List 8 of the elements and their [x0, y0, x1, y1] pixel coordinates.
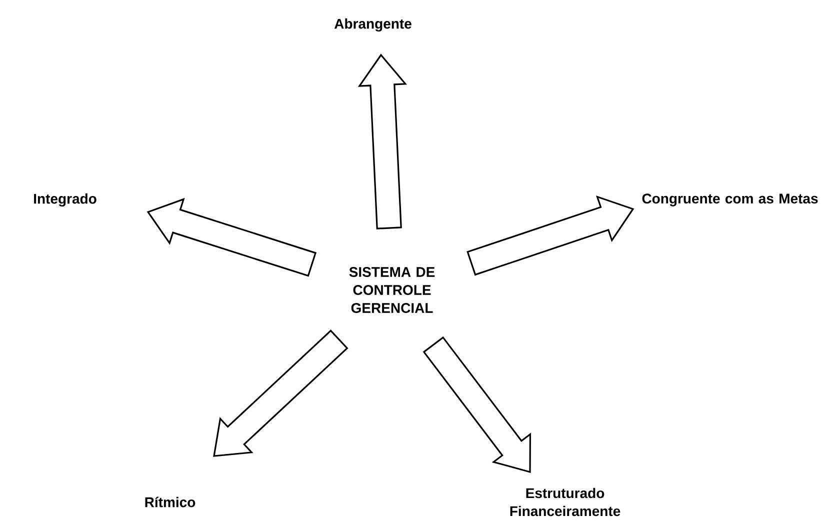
block-arrow — [358, 54, 408, 230]
attribute-label: Integrado — [34, 193, 96, 207]
attribute-label: Abrangente — [334, 18, 412, 32]
attribute-label: Congruente com as Metas — [642, 194, 818, 206]
attribute-label: Rítmico — [145, 496, 196, 508]
block-arrow — [213, 330, 348, 457]
concept-label: SISTEMA DE CONTROLE GERENCIAL — [349, 267, 435, 313]
attribute-label: Estruturado Financeiramente — [510, 488, 620, 516]
